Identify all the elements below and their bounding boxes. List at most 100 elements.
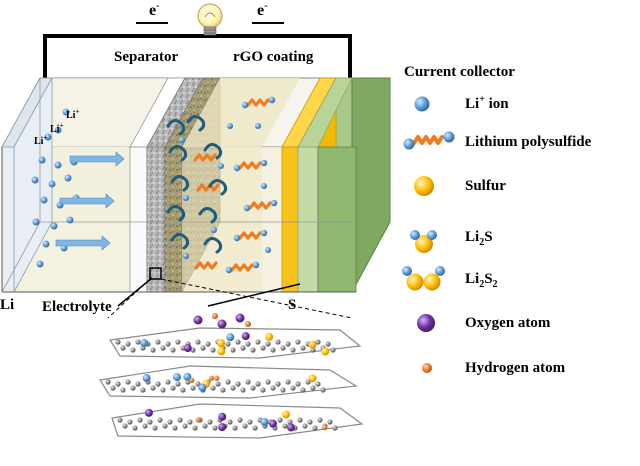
carbon-atom: [232, 425, 238, 431]
functional-atom: [218, 423, 227, 432]
carbon-atom: [215, 381, 221, 387]
functional-atom: [282, 410, 291, 419]
carbon-atom: [260, 345, 266, 351]
carbon-atom: [265, 379, 271, 385]
carbon-atom: [270, 347, 276, 353]
carbon-atom: [255, 381, 261, 387]
functional-atom: [322, 424, 328, 431]
carbon-atom: [227, 419, 233, 425]
carbon-atom: [130, 347, 136, 353]
carbon-atom: [295, 381, 301, 387]
carbon-atom: [190, 385, 196, 391]
carbon-atom: [242, 423, 248, 429]
carbon-atom: [150, 385, 156, 391]
surface-atom: [235, 313, 245, 323]
oxygen-atom-icon: [417, 314, 435, 332]
carbon-atom: [300, 387, 306, 393]
carbon-atom: [295, 339, 301, 345]
polysulfide-icon: [403, 131, 455, 150]
functional-atom: [217, 347, 226, 356]
electron-label-left: e-: [149, 0, 160, 19]
carbon-atom: [117, 417, 123, 423]
functional-atom: [217, 339, 226, 348]
surface-atom: [217, 319, 227, 329]
carbon-atom: [157, 417, 163, 423]
carbon-atom: [120, 387, 126, 393]
carbon-atom: [240, 387, 246, 393]
carbon-atom: [205, 341, 211, 347]
legend-li2s2: Li2S2: [465, 271, 498, 290]
li-ion-tag-1: Li+: [66, 107, 80, 121]
carbon-atom: [125, 379, 131, 385]
functional-atom: [218, 412, 227, 421]
carbon-atom: [230, 385, 236, 391]
carbon-atom: [245, 341, 251, 347]
carbon-atom: [132, 425, 138, 431]
surface-atom: [245, 321, 251, 327]
electrolyte-label: Electrolyte: [42, 299, 112, 315]
carbon-atom: [170, 385, 176, 391]
functional-atom: [172, 373, 181, 382]
carbon-atom: [115, 381, 121, 387]
carbon-atom: [230, 347, 236, 353]
carbon-atom: [302, 423, 308, 429]
coating-li-ions: [179, 123, 271, 259]
li-ion-icon: [414, 96, 430, 112]
carbon-atom: [297, 417, 303, 423]
current-collector-label: Current collector: [404, 64, 515, 80]
carbon-atom: [150, 347, 156, 353]
functional-atom: [189, 377, 195, 383]
carbon-atom: [290, 385, 296, 391]
sulfur-icon: [414, 176, 434, 196]
carbon-atom: [182, 423, 188, 429]
carbon-atom: [310, 385, 316, 391]
carbon-atom: [140, 387, 146, 393]
carbon-atom: [192, 425, 198, 431]
legend-li-ion: Li+ ion: [465, 94, 509, 113]
battery-box: [1, 77, 391, 293]
li-ions-anode: [31, 108, 80, 268]
functional-atom: [208, 375, 215, 381]
carbon-atom: [280, 345, 286, 351]
carbon-atom: [330, 347, 336, 353]
functional-atom: [142, 374, 151, 383]
functional-atom: [198, 383, 207, 392]
carbon-atom: [245, 379, 251, 385]
carbon-atom: [160, 387, 166, 393]
carbon-atom: [225, 379, 231, 385]
sulfur-electrode-label: S: [288, 297, 297, 313]
carbon-atom: [210, 385, 216, 391]
light-bulb-icon: [197, 3, 223, 36]
rgo-coating-label: rGO coating: [233, 49, 314, 65]
carbon-atom: [315, 381, 321, 387]
legend-lithium-polysulfide: Lithium polysulfide: [465, 134, 592, 150]
carbon-atom: [172, 425, 178, 431]
carbon-atom: [170, 347, 176, 353]
carbon-atom: [180, 387, 186, 393]
carbon-atom: [310, 347, 316, 353]
carbon-atom: [155, 339, 161, 345]
carbon-atom: [105, 379, 111, 385]
carbon-atom: [127, 419, 133, 425]
legend-oxygen-atom: Oxygen atom: [465, 315, 551, 331]
functional-atom: [226, 333, 235, 342]
carbon-atom: [332, 425, 338, 431]
functional-atom: [183, 372, 192, 381]
carbon-atom: [252, 425, 258, 431]
functional-atom: [286, 423, 295, 432]
electron-arrow-left: [136, 22, 168, 24]
carbon-atom: [280, 387, 286, 393]
carbon-atom: [137, 417, 143, 423]
functional-atom: [308, 374, 317, 383]
functional-atom: [140, 338, 149, 347]
carbon-atom: [265, 341, 271, 347]
functional-atom: [214, 375, 220, 381]
rgo-blue-chains: [166, 115, 228, 254]
carbon-atom: [220, 387, 226, 393]
carbon-atom: [152, 425, 158, 431]
functional-atom: [260, 417, 269, 426]
hydrogen-atom-icon: [422, 363, 432, 373]
carbon-atom: [247, 419, 253, 425]
zoom-marker: [107, 267, 353, 319]
